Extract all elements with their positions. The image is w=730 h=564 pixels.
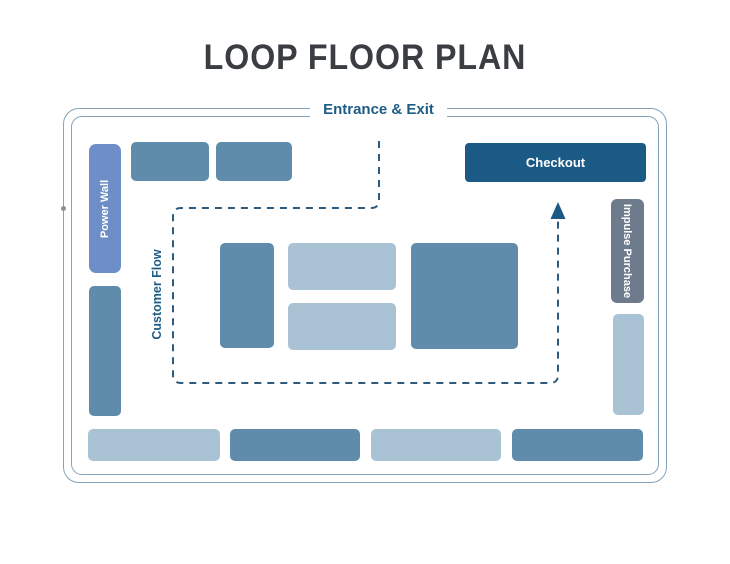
floor-plan-outer-border: Entrance & Exit Power Wall Checkout Impu… xyxy=(61,93,667,483)
shelf-center-large xyxy=(411,243,518,349)
impulse-purchase-label: Impulse Purchase xyxy=(621,203,634,299)
shelf-left-lower xyxy=(89,286,121,416)
power-wall-label: Power Wall xyxy=(99,179,111,238)
shelf-top-1 xyxy=(131,142,209,181)
shelf-center-lower xyxy=(288,303,396,350)
entrance-exit-gap: Entrance & Exit xyxy=(310,93,447,125)
shelf-top-2 xyxy=(216,142,292,181)
page-title: LOOP FLOOR PLAN xyxy=(203,38,527,77)
border-marker-dot xyxy=(61,206,66,211)
checkout-label: Checkout xyxy=(525,155,586,170)
power-wall-zone: Power Wall xyxy=(89,144,121,273)
shelf-center-tall xyxy=(220,243,274,348)
entrance-exit-label: Entrance & Exit xyxy=(323,100,434,118)
shelf-bottom-4 xyxy=(512,429,643,461)
shelf-bottom-2 xyxy=(230,429,360,461)
checkout-zone: Checkout xyxy=(465,143,646,182)
shelf-bottom-1 xyxy=(88,429,220,461)
shelf-bottom-3 xyxy=(371,429,501,461)
shelf-center-upper xyxy=(288,243,396,290)
shelf-right-lower xyxy=(613,314,644,415)
impulse-purchase-zone: Impulse Purchase xyxy=(611,199,644,303)
customer-flow-label: Customer Flow xyxy=(149,249,164,340)
